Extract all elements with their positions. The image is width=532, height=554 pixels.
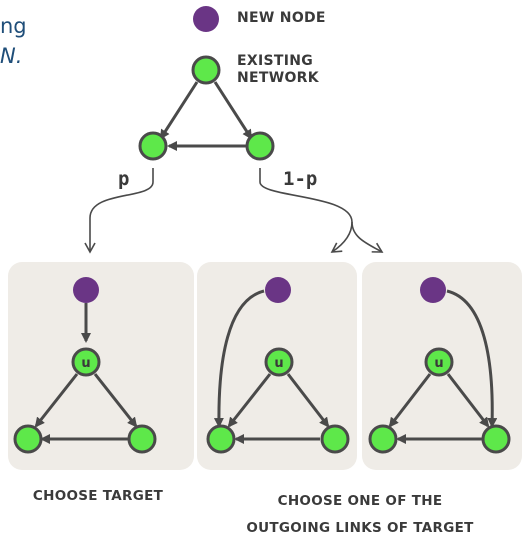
p3-target-node-u	[424, 347, 454, 377]
cropped-text-top: ng	[0, 14, 27, 38]
legend-new-node	[193, 6, 219, 32]
top-node	[191, 55, 221, 85]
p3-edge-u-to-right	[446, 373, 490, 428]
branch-arrow-p	[84, 168, 154, 254]
p2-edge-new-to-left	[213, 289, 265, 428]
edge-top-to-left	[159, 81, 199, 140]
p2-new-node	[265, 277, 291, 303]
panel-choose-target	[8, 262, 194, 470]
p3-new-node	[420, 277, 446, 303]
branch-label-1-minus-p: 1-p	[283, 168, 317, 190]
p1-edge-u-to-left	[34, 373, 79, 428]
branch-label-p: p	[118, 168, 129, 190]
p2-right-node	[320, 424, 350, 454]
branch-arrow-1-minus-p-right	[351, 221, 384, 253]
edge-top-to-right	[213, 81, 253, 140]
p1-edge-u-to-right	[93, 373, 138, 428]
branch-arrow-1-minus-p-left	[259, 168, 353, 253]
p1-target-node-u	[71, 347, 101, 377]
p1-left-node	[13, 424, 43, 454]
p2-node-label-u: u	[274, 356, 283, 371]
p3-edge-u-to-left	[388, 373, 432, 428]
p3-node-label-u: u	[434, 356, 443, 371]
p2-left-node	[206, 424, 236, 454]
legend-existing-network-label: EXISTING NETWORK	[237, 53, 319, 86]
p3-right-node	[481, 424, 511, 454]
p2-edge-u-to-left	[227, 373, 272, 428]
p3-left-node	[368, 424, 398, 454]
legend-new-node-label: NEW NODE	[237, 10, 326, 26]
cropped-text-bottom: N.	[0, 44, 23, 68]
p1-node-label-u: u	[81, 356, 90, 371]
p2-edge-u-to-right	[286, 373, 330, 428]
p2-target-node-u	[264, 347, 294, 377]
p1-new-node	[73, 277, 99, 303]
right-node	[245, 131, 275, 161]
p1-right-node	[127, 424, 157, 454]
caption-choose-outgoing-links: CHOOSE ONE OF THE OUTGOING LINKS OF TARG…	[246, 493, 474, 536]
p3-edge-new-to-right	[446, 289, 498, 428]
left-node	[138, 131, 168, 161]
caption-choose-target: CHOOSE TARGET	[32, 488, 164, 504]
